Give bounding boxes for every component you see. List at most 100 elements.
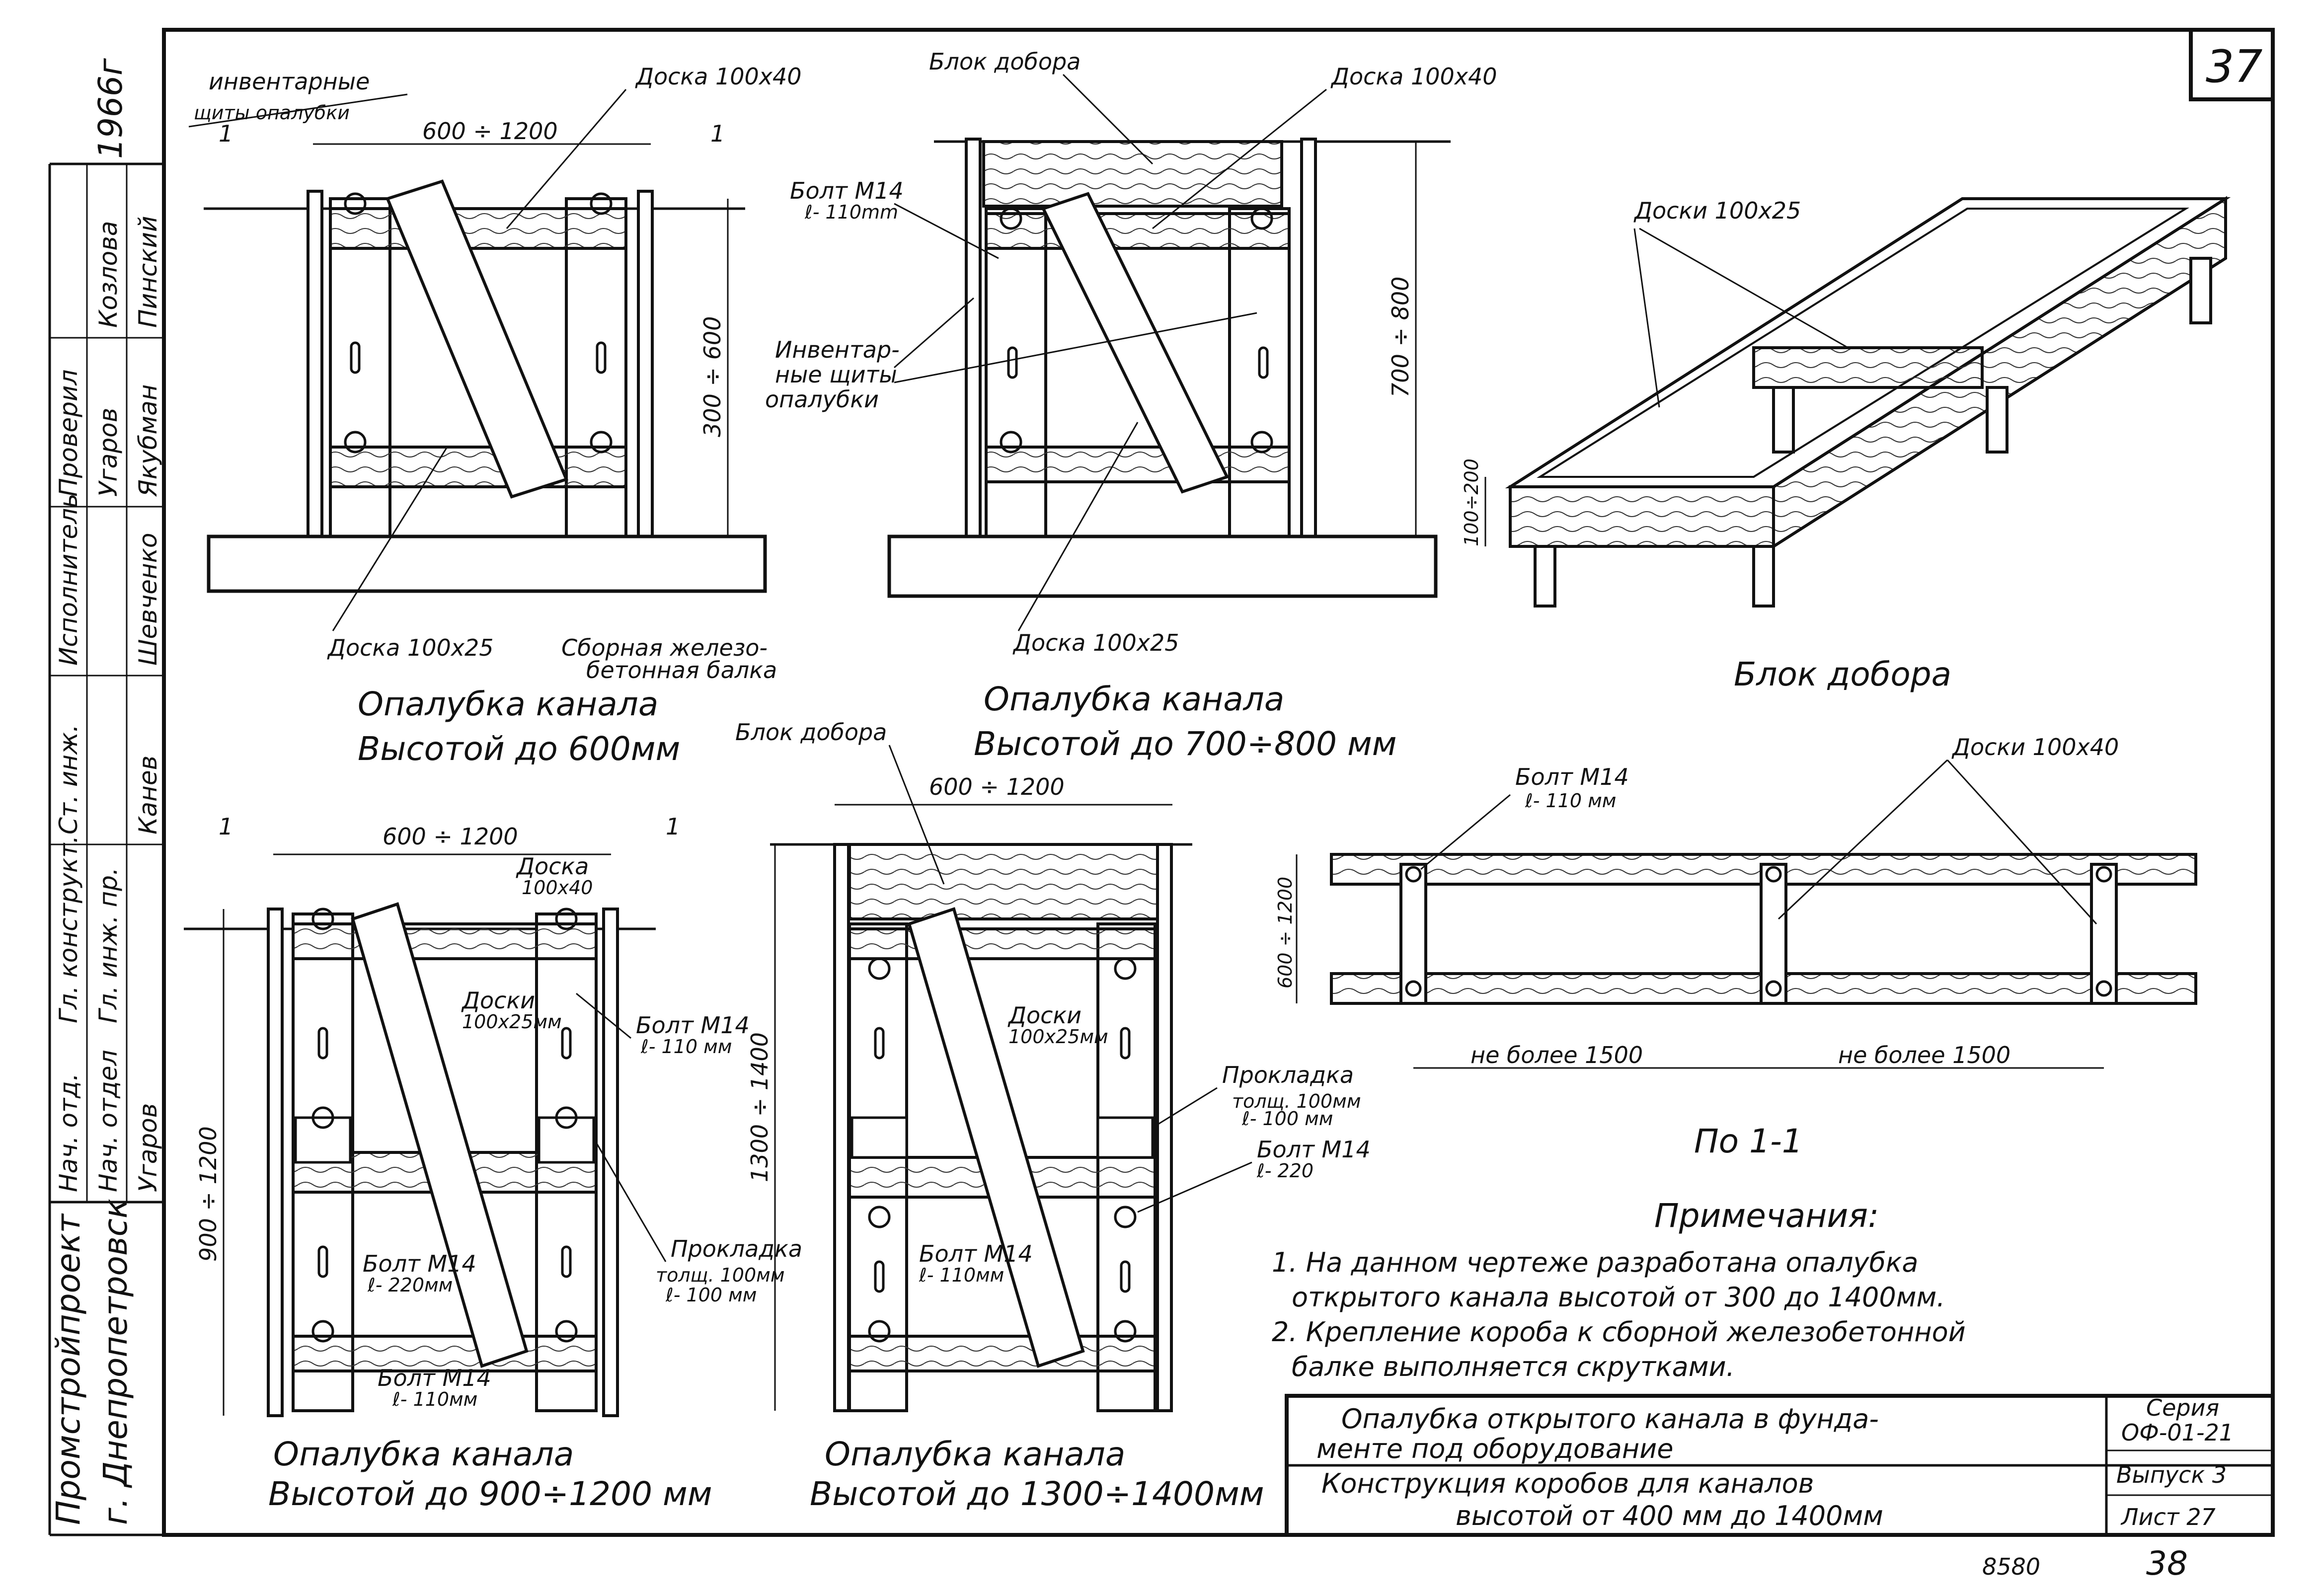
stamp-name-5: Угаров (94, 408, 123, 497)
d1-label-shields: инвентарные (209, 68, 370, 95)
d4-label-boards: Доски (461, 987, 535, 1014)
d4-section-right: 1 (666, 813, 680, 840)
d4-label-pad-3: ℓ- 100 мм (665, 1284, 757, 1306)
stamp-role-4: Гл. инж. пр. (94, 867, 123, 1023)
subtitle-line-1: Конструкция коробов для каналов (1321, 1468, 1814, 1499)
d2-caption-1: Опалубка канала (984, 680, 1284, 718)
d5-label-pad-2: толщ. 100мм (1232, 1090, 1361, 1112)
d1-label-beam-1: Сборная железо- (561, 634, 768, 661)
notes-heading: Примечания: (1654, 1197, 1879, 1235)
drawing-channel-800: 700 ÷ 800 Блок добора Доска 100x40 Болт … (765, 48, 1497, 763)
d2-height-dim: 700 ÷ 800 (1387, 277, 1414, 397)
d5-label-boards-2: 100x25мм (1008, 1026, 1108, 1048)
d4-label-bolt-c: Болт М14 (378, 1365, 491, 1391)
stamp-role-7: Проверил (54, 370, 83, 497)
d6-height-dim: 600 ÷ 1200 (1274, 877, 1296, 988)
d4-label-pad-1: Прокладка (671, 1235, 802, 1262)
d6-title: По 1-1 (1694, 1122, 1803, 1160)
stamp-name-2: Шевченко (134, 533, 162, 666)
d1-label-board-diag: Доска 100x25 (327, 634, 494, 661)
d5-label-pad-1: Прокладка (1222, 1062, 1354, 1088)
drawing-channel-600: 600 ÷ 1200 300 ÷ 600 инвентарные щиты оп… (188, 63, 802, 768)
d5-label-block: Блок добора (735, 719, 887, 746)
d5-label-boards: Доски (1007, 1002, 1082, 1029)
d2-label-board-diag: Доска 100x25 (1012, 629, 1179, 656)
d2-fill-block (982, 140, 1283, 208)
bottom-page: 38 (2146, 1544, 2188, 1583)
stamp-org: Промстройпроект (49, 1213, 87, 1525)
stamp-name-7: Угаров (134, 1103, 162, 1192)
d1-label-shields-2: щиты опалубки (194, 102, 350, 124)
d4-caption-2: Высотой до 900÷1200 мм (268, 1475, 712, 1513)
d1-caption-2: Высотой до 600мм (358, 730, 680, 768)
d4-caption-1: Опалубка канала (273, 1435, 574, 1473)
series-label: Серия (2146, 1394, 2219, 1421)
drawing-fill-block-iso: 100÷200 Доски 100x25 Блок добора (1461, 196, 2231, 693)
d5-label-bolt-2: ℓ- 110мм (919, 1264, 1004, 1286)
drawing-plan-1-1: 600 ÷ 1200 не более 1500 не более 1500 Б… (1274, 734, 2197, 1160)
d4-label-bolt-c2: ℓ- 110мм (392, 1388, 477, 1410)
diagonal-brace (385, 179, 569, 499)
stamp-role-6: Исполнитель (54, 493, 83, 666)
d4-label-pad-2: толщ. 100мм (656, 1264, 785, 1286)
d4-label-boards-2: 100x25мм (462, 1011, 562, 1033)
sheet-number: 37 (2206, 41, 2263, 93)
d2-label-bolt-1: Болт М14 (790, 177, 904, 204)
stamp-role-2: Гл. конструкт. (54, 836, 83, 1023)
left-stamp: 1966г Промстройпроект г. Днепропетровск … (48, 58, 164, 1536)
stamp-name-6: Козлова (94, 221, 123, 328)
series-value: ОФ-01-21 (2121, 1419, 2234, 1446)
d2-caption-2: Высотой до 700÷800 мм (974, 725, 1397, 763)
drawing-channel-1400: 600 ÷ 1200 1300 ÷ 1400 Блок добора Доски… (735, 719, 1371, 1513)
d5-fill-block (848, 843, 1159, 920)
d4-width-dim: 600 ÷ 1200 (383, 823, 518, 850)
d1-label-beam-2: бетонная балка (586, 657, 777, 684)
d3-title: Блок добора (1734, 655, 1951, 693)
d3-height-dim: 100÷200 (1461, 458, 1482, 546)
d4-height-dim: 900 ÷ 1200 (195, 1126, 222, 1262)
d6-label-bolt: Болт М14 (1515, 763, 1629, 790)
sheet-border (162, 28, 2275, 1537)
d2-label-bolt-2: ℓ- 110mm (804, 201, 898, 223)
d5-caption-2: Высотой до 1300÷1400мм (810, 1475, 1264, 1513)
d1-width-dim: 600 ÷ 1200 (422, 118, 558, 145)
notes-block: Примечания: 1. На данном чертеже разрабо… (1272, 1197, 1966, 1382)
stamp-role-1: Нач. отд. (54, 1073, 83, 1192)
d5-label-bolt-b: Болт М14 (1257, 1136, 1371, 1163)
d4-label-board-2: 100x40 (522, 877, 593, 899)
d5-label-bolt-b2: ℓ- 220 (1256, 1160, 1314, 1182)
d5-height-dim: 1300 ÷ 1400 (746, 1032, 773, 1182)
d4-label-bolt-b2: ℓ- 220мм (367, 1274, 453, 1296)
d5-label-pad-3: ℓ- 100 мм (1241, 1108, 1333, 1130)
bottom-code: 8580 (1982, 1553, 2040, 1580)
d4-section-left: 1 (219, 813, 233, 840)
notes-line-1: 1. На данном чертеже разработана опалубк… (1272, 1247, 1918, 1278)
subtitle-line-2: высотой от 400 мм до 1400мм (1456, 1500, 1883, 1531)
d2-label-shields-3: опалубки (765, 386, 879, 413)
d4-label-bolt-a: Болт М14 (636, 1012, 750, 1039)
stamp-role-5: Ст. инж. (54, 724, 83, 835)
d6-label-boards: Доски 100x40 (1951, 734, 2119, 760)
d1-caption-1: Опалубка канала (358, 685, 658, 723)
d1-section-mark-right: 1 (710, 120, 725, 147)
stamp-role-3: Нач. отдел (94, 1050, 123, 1192)
d2-label-board-top: Доска 100x40 (1330, 63, 1497, 90)
notes-line-2: открытого канала высотой от 300 до 1400м… (1292, 1282, 1945, 1313)
d4-label-bolt-b: Болт М14 (363, 1250, 476, 1277)
stamp-name-1: Канев (134, 756, 162, 835)
stamp-city: г. Днепропетровск (96, 1199, 135, 1525)
sheet-label: Лист 27 (2120, 1504, 2216, 1530)
d6-span-1: не более 1500 (1470, 1042, 1643, 1068)
d3-label-boards: Доски 100x25 (1633, 197, 1801, 224)
d6-label-bolt-2: ℓ- 110 мм (1525, 790, 1616, 812)
d6-span-2: не более 1500 (1838, 1042, 2010, 1068)
title-line-2: менте под оборудование (1316, 1433, 1673, 1464)
d4-label-bolt-a2: ℓ- 110 мм (640, 1036, 732, 1058)
d1-label-board-top: Доска 100x40 (635, 63, 802, 90)
d1-height-dim: 300 ÷ 600 (699, 316, 726, 437)
d4-label-board: Доска (516, 853, 589, 880)
d2-label-shields-2: ные щиты (775, 361, 897, 388)
drawing-channel-1200: 600 ÷ 1200 900 ÷ 1200 1 1 Доска 100x40 Д… (184, 813, 802, 1513)
issue-number: Выпуск 3 (2116, 1461, 2227, 1488)
